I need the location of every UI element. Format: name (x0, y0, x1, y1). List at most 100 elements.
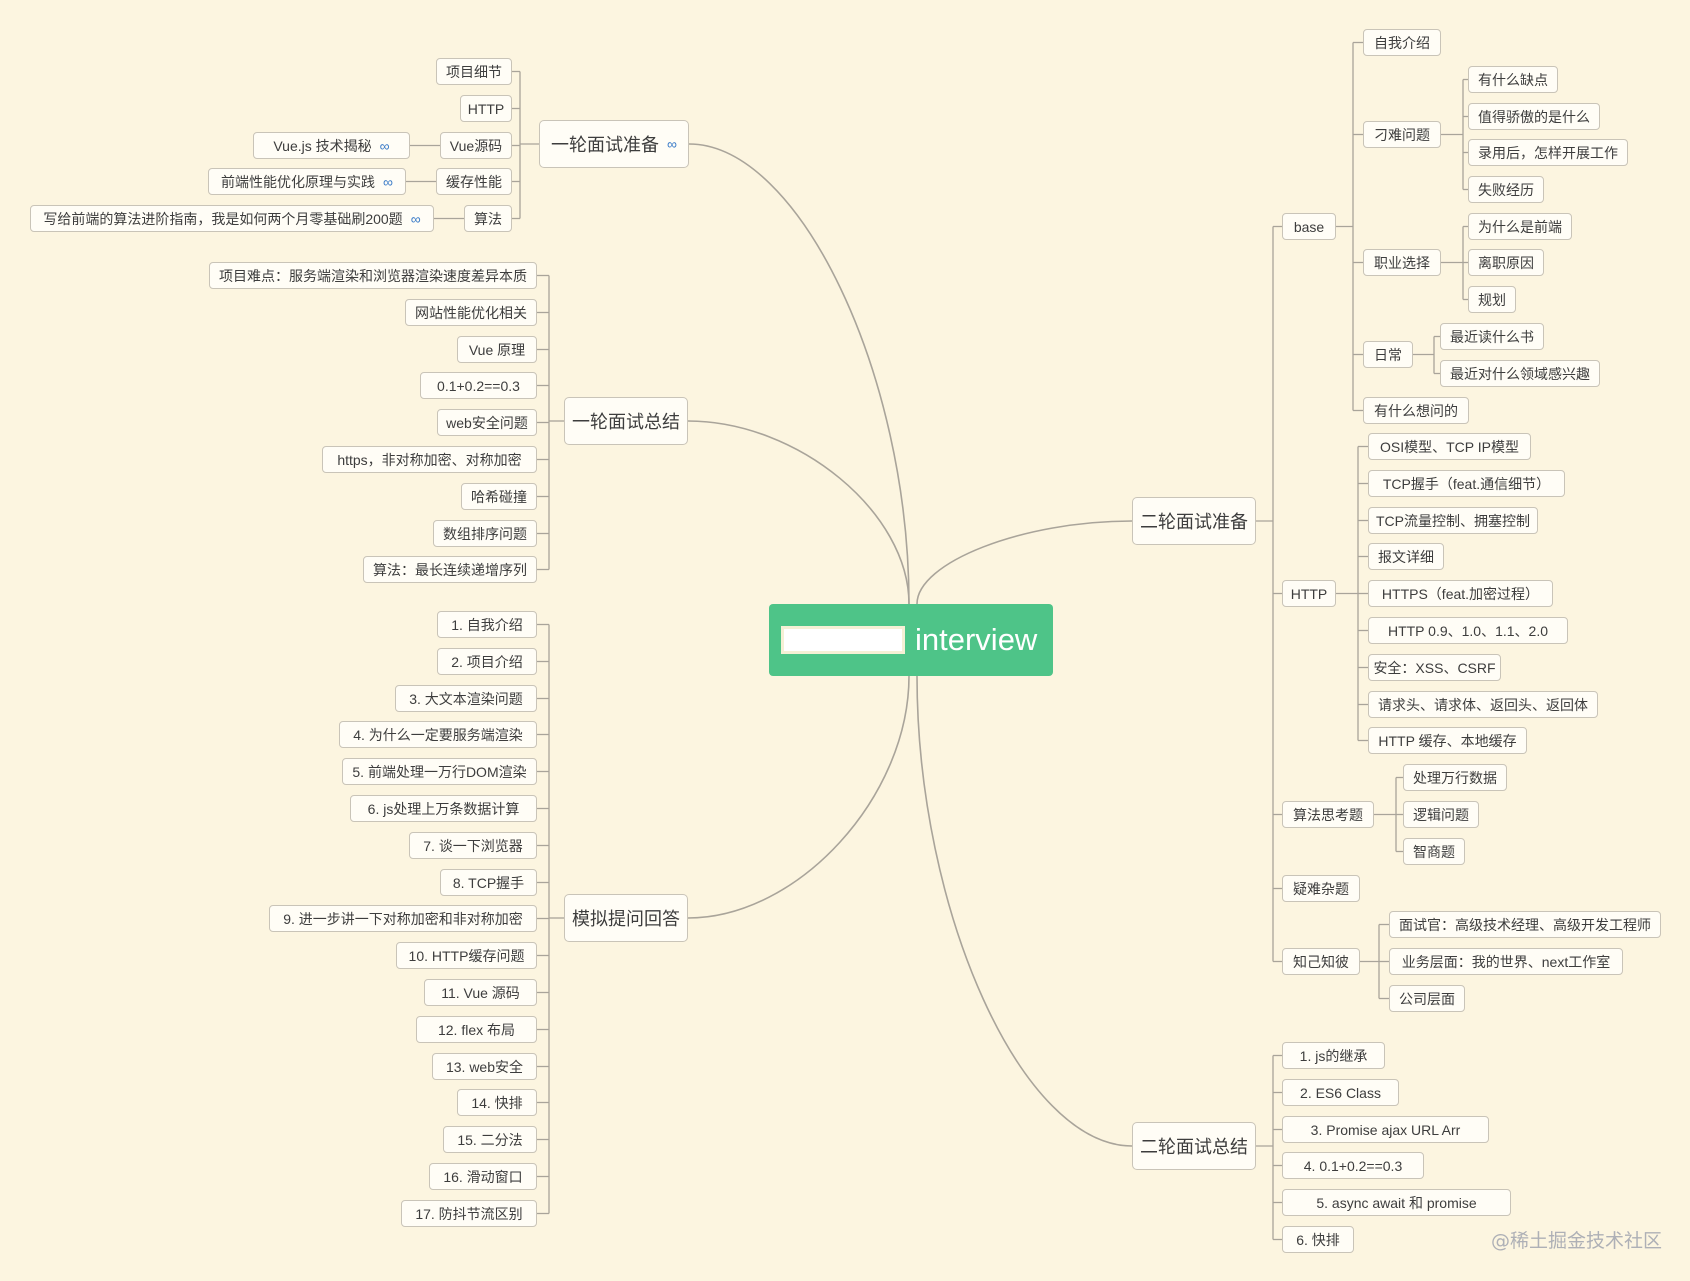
child-node[interactable]: 9. 进一步讲一下对称加密和非对称加密 (269, 905, 537, 932)
child-node[interactable]: 失败经历 (1468, 176, 1544, 203)
grandchild-node[interactable]: 前端性能优化原理与实践∞ (208, 168, 406, 195)
child-node[interactable]: 项目难点：服务端渲染和浏览器渲染速度差异本质 (209, 262, 537, 289)
child-node[interactable]: HTTP (1282, 580, 1336, 607)
branch-4[interactable]: 二轮面试准备 (1132, 497, 1256, 545)
child-node[interactable]: OSI模型、TCP IP模型 (1368, 433, 1531, 460)
child-node[interactable]: 刁难问题 (1363, 121, 1441, 148)
child-node[interactable]: 4. 为什么一定要服务端渲染 (339, 721, 537, 748)
child-node[interactable]: web安全问题 (437, 409, 537, 436)
link-icon[interactable]: ∞ (379, 137, 390, 154)
child-node[interactable]: HTTP 缓存、本地缓存 (1368, 727, 1527, 754)
branch-connector (688, 143, 910, 605)
redacted-title-block (781, 626, 905, 654)
child-node[interactable]: 2. ES6 Class (1282, 1079, 1399, 1106)
child-node[interactable]: 最近读什么书 (1440, 323, 1544, 350)
child-node[interactable]: 哈希碰撞 (461, 483, 537, 510)
child-node[interactable]: 11. Vue 源码 (424, 979, 537, 1006)
child-node[interactable]: 有什么想问的 (1363, 397, 1469, 424)
child-node[interactable]: 0.1+0.2==0.3 (420, 372, 537, 399)
child-node[interactable]: HTTP (460, 95, 512, 122)
child-node[interactable]: 报文详细 (1368, 543, 1444, 570)
child-node[interactable]: 业务层面：我的世界、next工作室 (1389, 948, 1623, 975)
node-label: 有什么想问的 (1374, 402, 1458, 419)
node-label: 数组排序问题 (443, 525, 527, 542)
root-label: interview (915, 622, 1038, 657)
node-label: 4. 为什么一定要服务端渲染 (353, 726, 523, 743)
child-node[interactable]: 16. 滑动窗口 (429, 1163, 537, 1190)
branch-3[interactable]: 模拟提问回答 (564, 894, 688, 942)
child-node[interactable]: 自我介绍 (1363, 29, 1441, 56)
child-node[interactable]: 缓存性能 (436, 168, 512, 195)
child-node[interactable]: 规划 (1468, 286, 1516, 313)
child-node[interactable]: 疑难杂题 (1282, 875, 1360, 902)
child-node[interactable]: 项目细节 (436, 58, 512, 85)
child-node[interactable]: 职业选择 (1363, 249, 1441, 276)
child-node[interactable]: 日常 (1363, 341, 1413, 368)
child-node[interactable]: Vue 原理 (457, 336, 537, 363)
node-label: 智商题 (1413, 843, 1455, 860)
child-node[interactable]: 5. async await 和 promise (1282, 1189, 1511, 1216)
node-label: 哈希碰撞 (471, 488, 527, 505)
child-node[interactable]: 智商题 (1403, 838, 1465, 865)
grandchild-node[interactable]: 写给前端的算法进阶指南，我是如何两个月零基础刷200题∞ (30, 205, 434, 232)
child-node[interactable]: 网站性能优化相关 (405, 299, 537, 326)
child-node[interactable]: 最近对什么领域感兴趣 (1440, 360, 1600, 387)
child-node[interactable]: TCP握手（feat.通信细节） (1368, 470, 1565, 497)
child-node[interactable]: HTTP 0.9、1.0、1.1、2.0 (1368, 617, 1568, 644)
child-node[interactable]: 6. 快排 (1282, 1226, 1354, 1253)
node-label: 有什么缺点 (1478, 71, 1548, 88)
child-node[interactable]: 面试官：高级技术经理、高级开发工程师 (1389, 911, 1661, 938)
child-node[interactable]: 10. HTTP缓存问题 (396, 942, 537, 969)
child-node[interactable]: 14. 快排 (457, 1089, 537, 1116)
node-label: 10. HTTP缓存问题 (408, 947, 525, 964)
child-node[interactable]: 处理万行数据 (1403, 764, 1507, 791)
child-node[interactable]: 12. flex 布局 (416, 1016, 537, 1043)
node-label: 5. async await 和 promise (1316, 1194, 1477, 1211)
child-node[interactable]: 逻辑问题 (1403, 801, 1479, 828)
child-node[interactable]: 5. 前端处理一万行DOM渲染 (342, 758, 537, 785)
child-node[interactable]: https，非对称加密、对称加密 (322, 446, 537, 473)
child-node[interactable]: 13. web安全 (432, 1053, 537, 1080)
child-node[interactable]: 17. 防抖节流区别 (401, 1200, 537, 1227)
child-node[interactable]: 1. js的继承 (1282, 1042, 1385, 1069)
child-node[interactable]: 3. 大文本渲染问题 (395, 685, 537, 712)
child-node[interactable]: 算法：最长连续递增序列 (363, 556, 537, 583)
child-node[interactable]: 6. js处理上万条数据计算 (350, 795, 537, 822)
root-node[interactable]: interview (769, 604, 1053, 676)
link-icon[interactable]: ∞ (383, 173, 393, 190)
child-node[interactable]: 离职原因 (1468, 249, 1544, 276)
child-node[interactable]: 值得骄傲的是什么 (1468, 103, 1600, 130)
child-node[interactable]: Vue源码 (440, 132, 512, 159)
child-node[interactable]: 2. 项目介绍 (437, 648, 537, 675)
child-node[interactable]: 安全：XSS、CSRF (1368, 654, 1501, 681)
child-node[interactable]: 公司层面 (1389, 985, 1465, 1012)
child-node[interactable]: 有什么缺点 (1468, 66, 1558, 93)
link-icon[interactable]: ∞ (410, 210, 421, 227)
link-icon[interactable]: ∞ (667, 136, 677, 152)
branch-5[interactable]: 二轮面试总结 (1132, 1122, 1256, 1170)
node-label: 1. 自我介绍 (451, 616, 523, 633)
child-node[interactable]: 录用后，怎样开展工作 (1468, 139, 1628, 166)
child-node[interactable]: TCP流量控制、拥塞控制 (1368, 507, 1538, 534)
child-node[interactable]: base (1282, 213, 1336, 240)
child-node[interactable]: 知己知彼 (1282, 948, 1360, 975)
child-node[interactable]: 4. 0.1+0.2==0.3 (1282, 1152, 1424, 1179)
child-node[interactable]: 3. Promise ajax URL Arr (1282, 1116, 1489, 1143)
child-node[interactable]: 1. 自我介绍 (437, 611, 537, 638)
node-label: 逻辑问题 (1413, 806, 1469, 823)
child-node[interactable]: 15. 二分法 (443, 1126, 537, 1153)
child-node[interactable]: 7. 谈一下浏览器 (409, 832, 537, 859)
node-label: 处理万行数据 (1413, 769, 1497, 786)
child-node[interactable]: 数组排序问题 (433, 520, 537, 547)
grandchild-node[interactable]: Vue.js 技术揭秘∞ (253, 132, 410, 159)
node-label: 离职原因 (1478, 254, 1534, 271)
child-node[interactable]: HTTPS（feat.加密过程） (1368, 580, 1553, 607)
branch-1[interactable]: 一轮面试准备∞ (539, 120, 689, 168)
child-node[interactable]: 8. TCP握手 (440, 869, 537, 896)
child-node[interactable]: 为什么是前端 (1468, 213, 1572, 240)
child-node[interactable]: 算法思考题 (1282, 801, 1374, 828)
child-node[interactable]: 算法 (464, 205, 512, 232)
node-label: Vue源码 (449, 137, 503, 154)
branch-2[interactable]: 一轮面试总结 (564, 397, 688, 445)
child-node[interactable]: 请求头、请求体、返回头、返回体 (1368, 691, 1598, 718)
